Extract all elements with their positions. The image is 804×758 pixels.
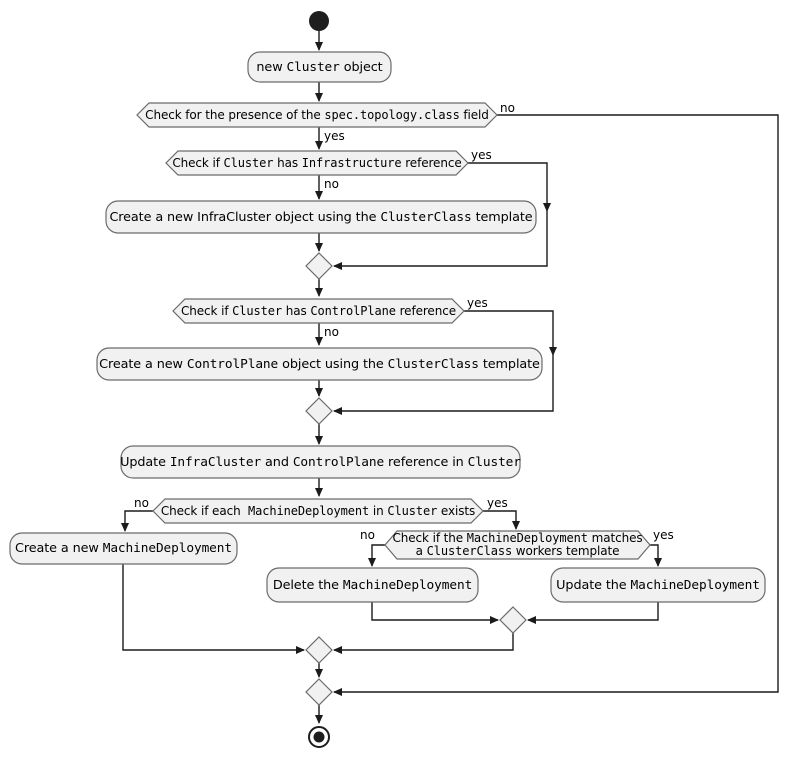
edge-merge3-to-merge4 — [333, 633, 514, 654]
merge-diamond-5 — [305, 678, 333, 706]
decision-infra-ref-shape — [165, 150, 469, 176]
edge-deletemd-to-merge3 — [371, 602, 499, 624]
edge-mdmatches-no — [368, 544, 385, 567]
merge-diamond-1 — [305, 252, 333, 280]
edge-mdexists-yes — [483, 510, 520, 530]
activity-new-cluster-shape — [247, 51, 392, 83]
activity-update-refs-shape — [120, 445, 521, 479]
edge-mdmatches-yes — [650, 544, 662, 567]
edge-cpref-yes-1 — [464, 310, 557, 356]
merge-diamond-3 — [499, 606, 527, 634]
activity-delete-md-shape — [266, 567, 479, 603]
activity-update-md-shape — [550, 567, 766, 603]
decision-topology-shape — [136, 102, 498, 128]
merge-diamond-2 — [305, 397, 333, 425]
edge-mdexists-no — [121, 510, 153, 532]
decision-md-matches-shape — [384, 530, 651, 560]
edge-updatemd-to-merge3 — [527, 602, 659, 624]
end-node-inner — [313, 731, 325, 743]
decision-cp-ref-shape — [172, 298, 465, 324]
activity-create-md-shape — [9, 532, 238, 565]
edge-createmd-to-merge4 — [122, 564, 305, 654]
edge-topology-no-bypass — [333, 114, 779, 696]
merge-diamond-4 — [305, 636, 333, 664]
decision-md-exists-shape — [152, 498, 484, 524]
activity-create-cp-shape — [96, 347, 543, 381]
edge-cpref-yes-2 — [333, 355, 554, 415]
start-node — [309, 11, 329, 31]
activity-create-infra-shape — [105, 200, 537, 234]
edge-infraref-yes-2 — [333, 211, 548, 270]
edge-infraref-yes-1 — [467, 162, 551, 212]
